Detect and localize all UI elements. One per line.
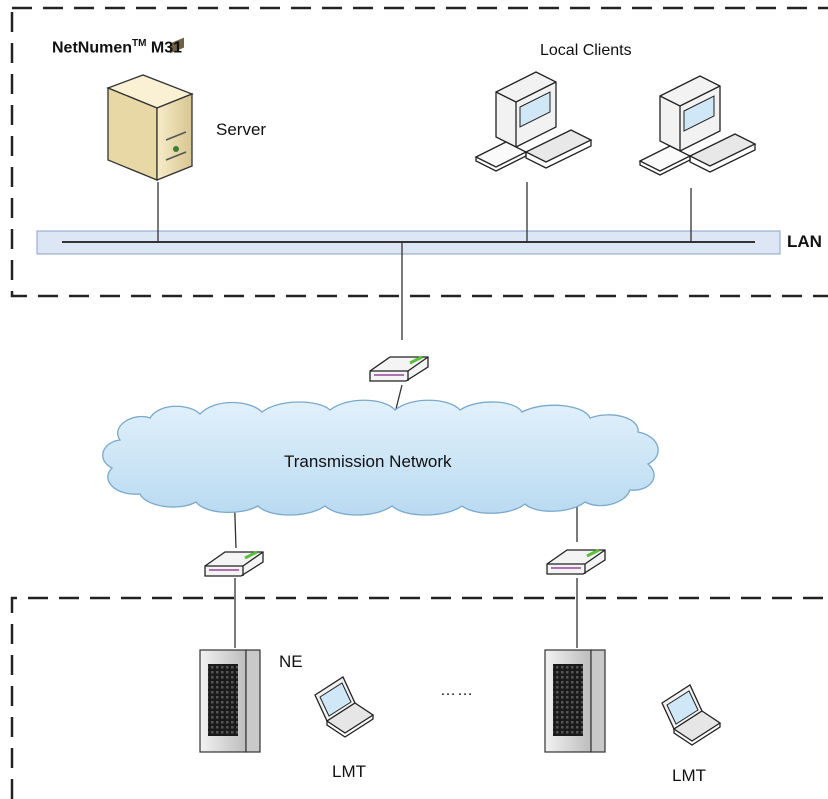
ne-site-frame	[10, 596, 828, 799]
laptop-icon	[661, 684, 721, 746]
connection-lines	[157, 182, 692, 648]
router-icon	[545, 548, 607, 576]
system-name: NetNumen	[52, 39, 133, 57]
server-icon	[106, 37, 194, 181]
local-clients-label: Local Clients	[540, 42, 632, 59]
system-model: M31	[150, 39, 183, 57]
ne-cabinet-icon	[199, 649, 261, 753]
server-label: Server	[216, 120, 267, 139]
router-icon	[203, 550, 265, 578]
lmt-label-left: LMT	[332, 762, 366, 781]
transmission-network-label: Transmission Network	[284, 452, 452, 471]
trademark-superscript: TM	[132, 38, 147, 49]
laptop-icon	[314, 676, 374, 738]
desktop-computer-icon	[475, 71, 592, 172]
lmt-label-right: LMT	[672, 766, 706, 785]
lan-label: LAN	[787, 232, 822, 251]
router-icon	[368, 355, 430, 383]
ellipsis-label: ……	[440, 682, 474, 699]
system-title: NetNumenTM M31	[52, 38, 182, 57]
cloud-icon	[102, 399, 659, 516]
ne-cabinet-icon	[544, 649, 606, 753]
desktop-computer-icon	[639, 75, 756, 176]
ne-label: NE	[279, 652, 303, 671]
netnumen-system-frame	[10, 6, 828, 298]
